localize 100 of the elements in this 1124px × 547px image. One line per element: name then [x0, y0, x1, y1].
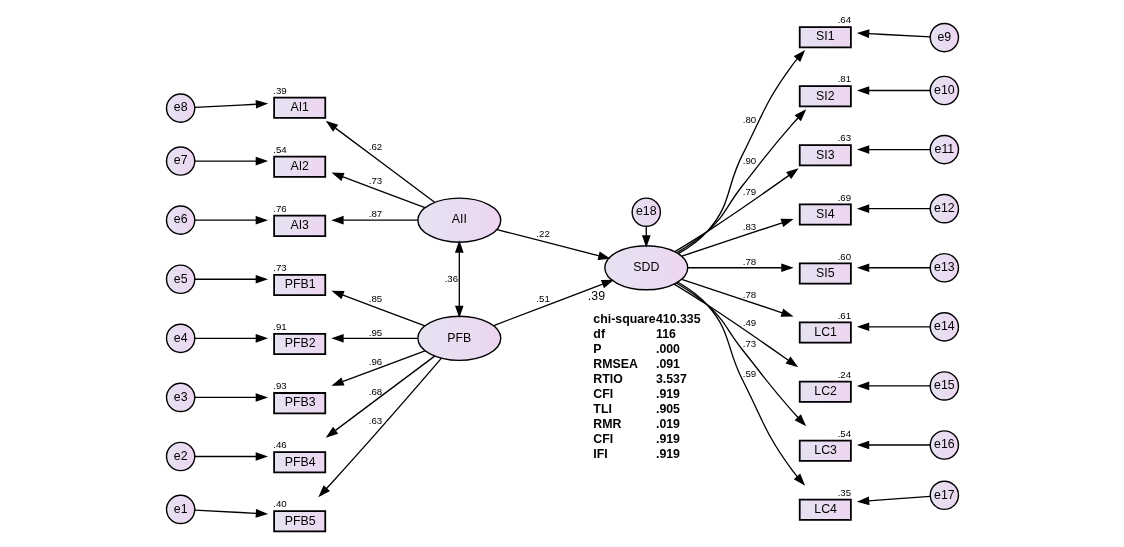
node-label: .93 — [272, 380, 287, 392]
edge-label: .95 — [368, 326, 382, 338]
arrow — [454, 240, 464, 319]
node-ellipse: AII — [416, 197, 501, 243]
node-circle: e2 — [165, 441, 195, 472]
arrow — [193, 156, 268, 166]
edge-label: .73 — [368, 174, 382, 186]
edge-label: .62 — [368, 141, 382, 153]
edge-label: .85 — [368, 292, 382, 304]
node-circle: e10 — [929, 75, 959, 106]
node-circle: e17 — [929, 480, 959, 511]
node-label: .69 — [837, 191, 851, 203]
arrow — [856, 440, 931, 450]
node-label: .24 — [837, 368, 851, 380]
label: .000 — [655, 341, 680, 356]
node-circle: e11 — [929, 134, 959, 165]
edge-label: .51 — [535, 292, 550, 304]
label: chi-square — [592, 311, 656, 326]
node-circle: e12 — [929, 193, 959, 224]
arrow — [856, 322, 931, 332]
arrow — [856, 145, 931, 154]
node-label: .54 — [272, 143, 287, 155]
arrow — [856, 204, 931, 213]
label: TLI — [592, 401, 612, 416]
node-circle: e8 — [165, 93, 195, 123]
arrow — [856, 381, 931, 391]
edge-label: .90 — [742, 155, 756, 167]
arrow — [325, 120, 435, 203]
arrow — [193, 393, 268, 402]
node-circle: e5 — [165, 264, 195, 295]
arrow — [193, 334, 268, 343]
arrow — [193, 99, 268, 109]
arrow — [317, 357, 442, 498]
edge-label: .83 — [742, 220, 756, 232]
label: P — [592, 341, 602, 356]
arrow — [492, 279, 614, 327]
edge-label: .80 — [742, 113, 756, 125]
arrow — [686, 263, 794, 273]
arrow — [673, 168, 799, 253]
label: df — [592, 326, 605, 341]
arrow — [680, 278, 794, 317]
edge-label: .59 — [742, 367, 756, 379]
edge-label: .22 — [535, 227, 550, 239]
node-circle: e14 — [929, 312, 959, 342]
edge-label: .63 — [368, 414, 382, 426]
node-circle: e18 — [630, 197, 661, 228]
edge-label: .78 — [742, 288, 756, 300]
arrow — [673, 283, 798, 368]
edge-label: .78 — [742, 255, 756, 267]
arrow — [330, 350, 426, 386]
node-label: .81 — [837, 73, 851, 85]
node-label: .40 — [272, 498, 287, 510]
node-circle: e13 — [929, 252, 959, 283]
edge-label: .36 — [444, 272, 458, 284]
node-label: .35 — [837, 487, 851, 498]
node-label: .54 — [837, 427, 851, 439]
node-ellipse: PFB — [416, 315, 501, 362]
edge-label: .96 — [368, 355, 382, 367]
node-circle: e6 — [165, 205, 195, 235]
arrow — [495, 228, 611, 260]
arrow — [856, 29, 931, 38]
node-ellipse: SDD — [603, 245, 688, 291]
label: CFI — [592, 431, 613, 446]
label: .919 — [655, 386, 680, 401]
node-circle: e16 — [929, 430, 959, 460]
label: CFI — [592, 386, 613, 401]
arrow — [856, 263, 931, 273]
node-circle: e7 — [165, 146, 195, 176]
label: .919 — [655, 431, 680, 446]
arrow — [330, 290, 426, 327]
node-label: .76 — [272, 203, 287, 215]
label: RMR — [592, 416, 621, 431]
label: 410.335 — [655, 311, 701, 326]
edge-label: .73 — [742, 337, 756, 349]
node-label: .60 — [837, 250, 851, 262]
edge-label: .87 — [368, 208, 382, 220]
arrow — [675, 282, 806, 427]
label: .091 — [655, 356, 680, 371]
label: .905 — [655, 401, 680, 416]
label: RMSEA — [592, 356, 638, 371]
label: .919 — [655, 446, 680, 461]
node-circle: e15 — [929, 371, 959, 401]
arrow — [856, 495, 931, 506]
label: RTIO — [592, 371, 623, 386]
label: 116 — [655, 326, 676, 341]
node-circle: e1 — [165, 494, 195, 525]
arrow — [330, 334, 418, 343]
node-label: .39 — [587, 288, 605, 303]
node-circle: e3 — [165, 382, 195, 413]
arrow — [193, 215, 268, 225]
arrow — [680, 218, 794, 257]
arrow — [676, 281, 805, 486]
node-circle: e4 — [165, 323, 195, 354]
arrow — [193, 274, 268, 284]
node-label: .63 — [837, 132, 851, 144]
node-label: .61 — [837, 309, 851, 321]
arrow — [193, 509, 268, 518]
node-circle: e9 — [929, 22, 959, 53]
node-label: .73 — [272, 262, 287, 274]
label: .019 — [655, 416, 680, 431]
